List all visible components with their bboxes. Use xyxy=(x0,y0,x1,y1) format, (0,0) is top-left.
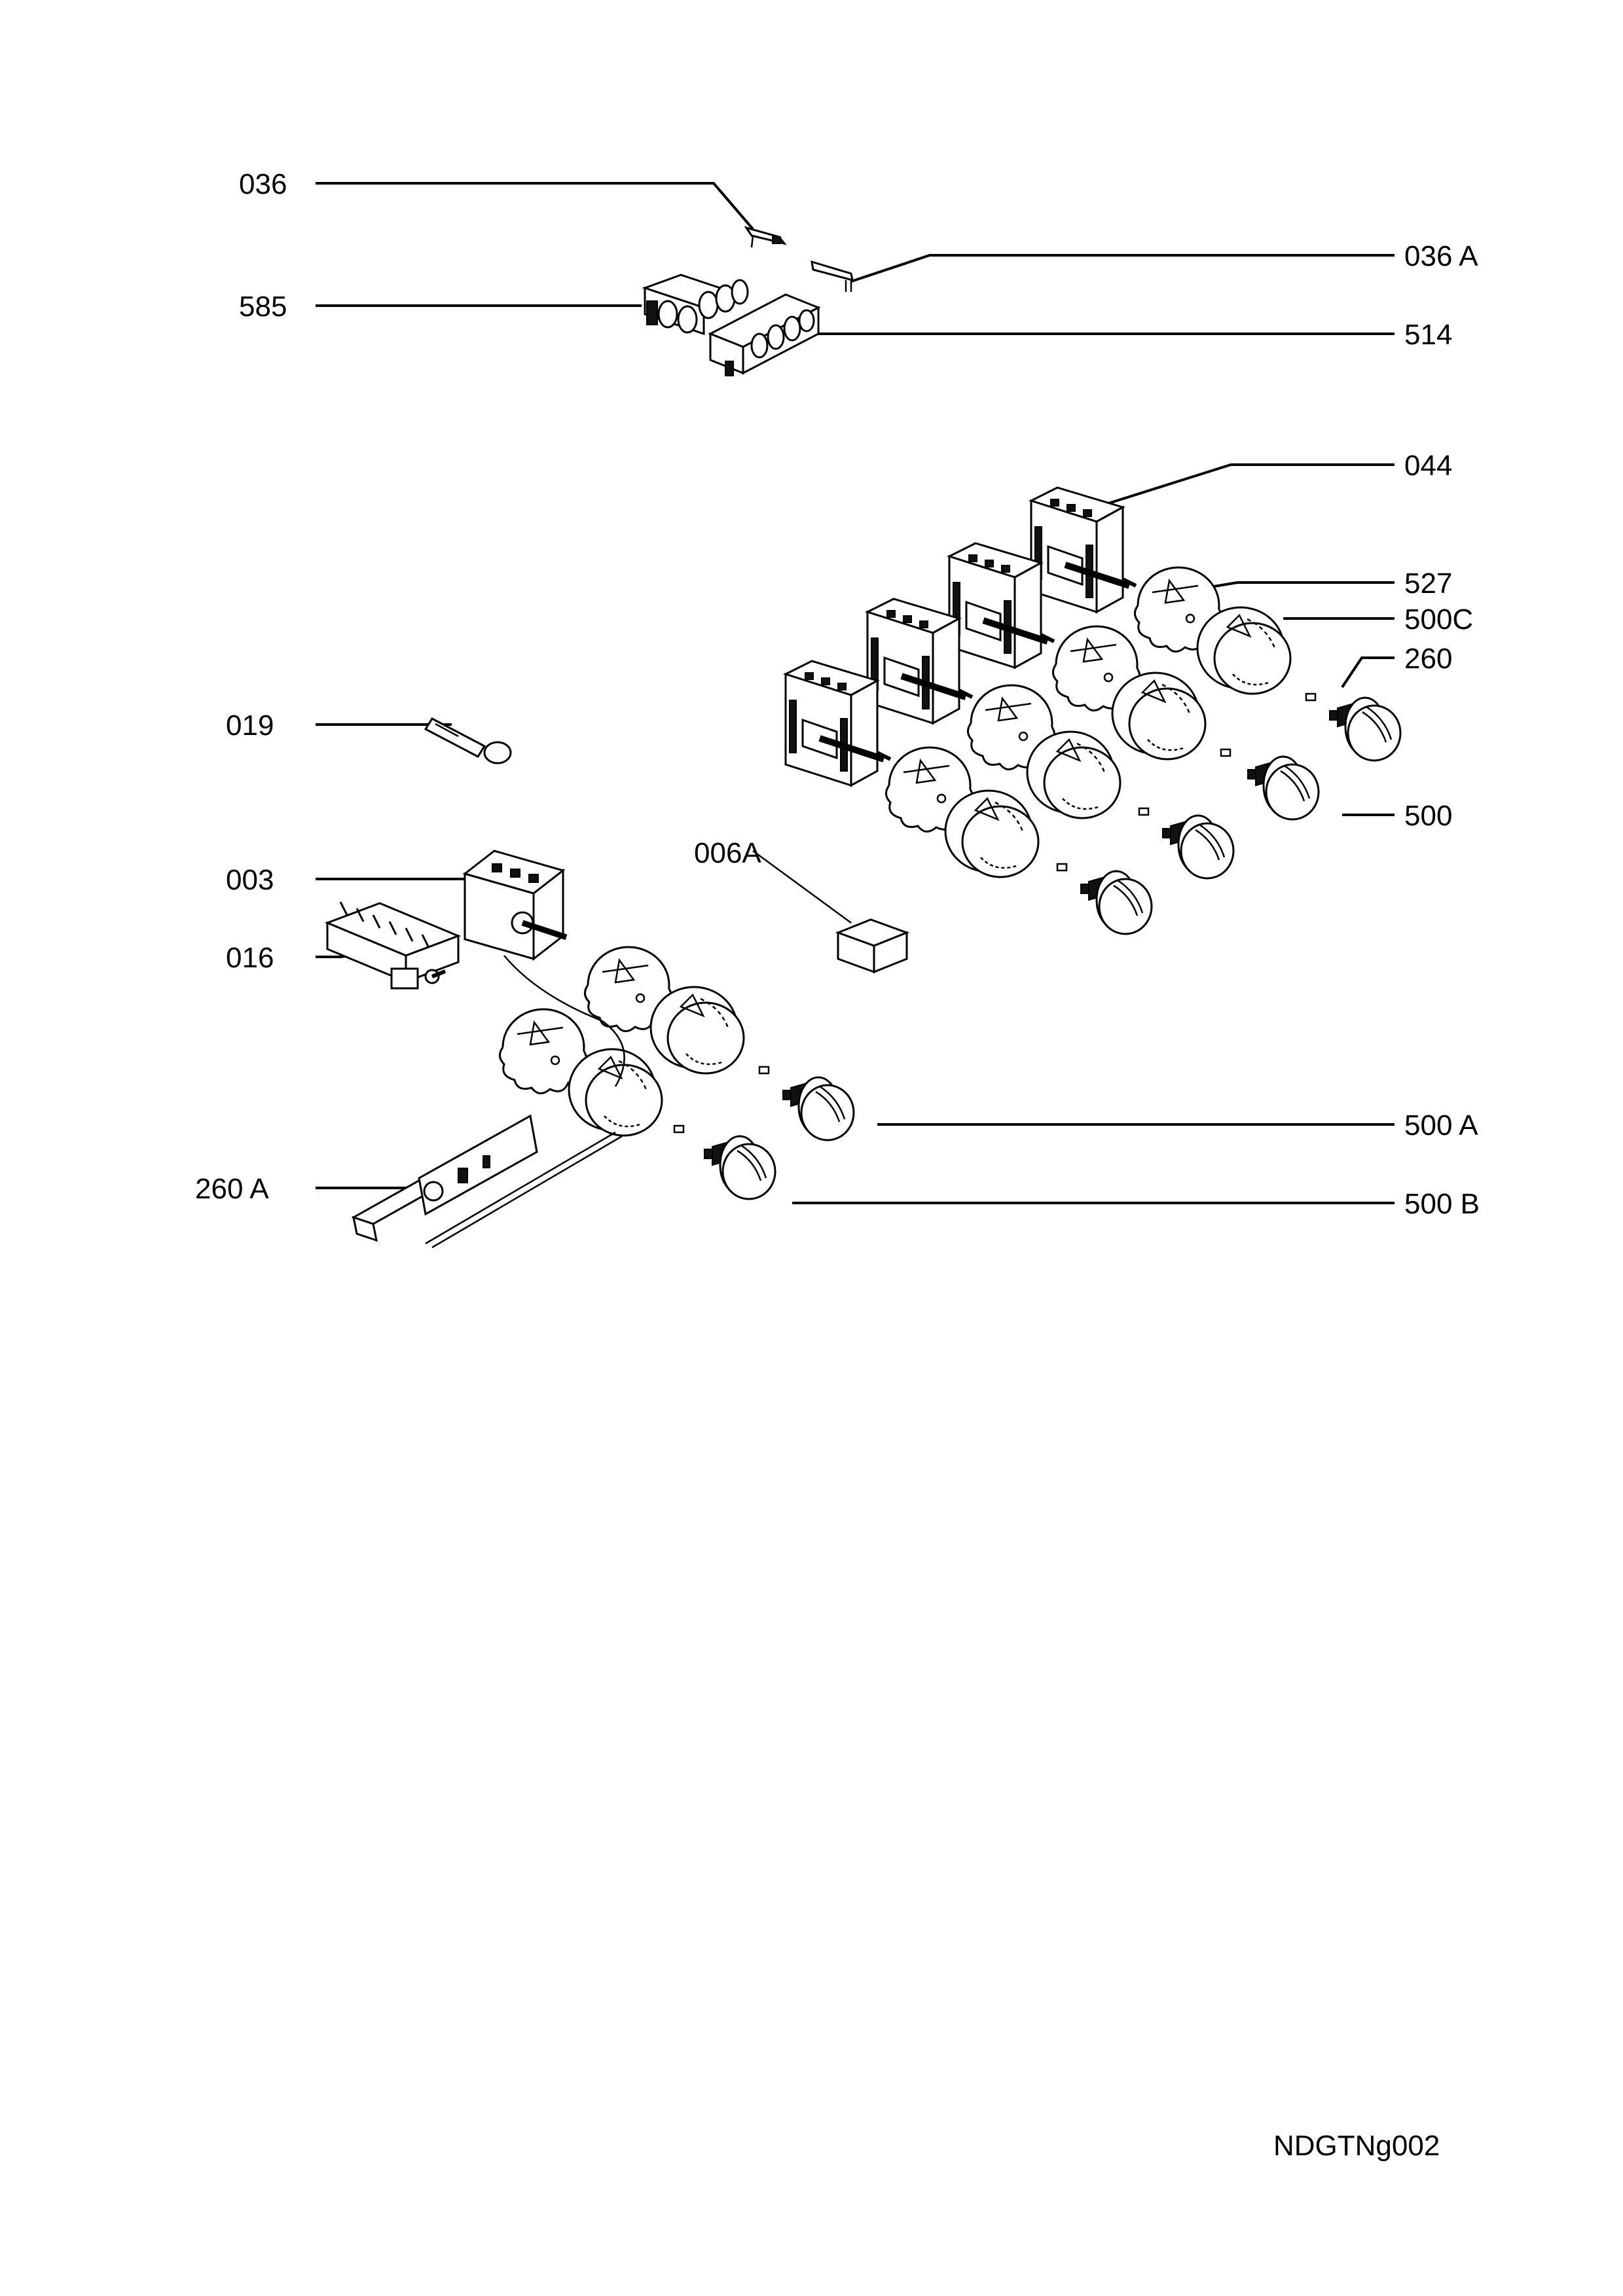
label-585: 585 xyxy=(239,291,287,323)
label-006a: 006A xyxy=(694,837,761,869)
label-036: 036 xyxy=(239,168,287,200)
label-500a: 500 A xyxy=(1404,1109,1478,1141)
label-260a: 260 A xyxy=(195,1173,269,1205)
connector-block-514-part xyxy=(708,293,821,376)
drawing-code: NDGTNg002 xyxy=(1273,2130,1440,2162)
label-260: 260 xyxy=(1404,643,1452,675)
knob-500b-part xyxy=(703,1135,776,1200)
part-labels: 036 036 A 585 514 044 527 500C 260 019 5… xyxy=(195,168,1480,2162)
bracket-260a-part xyxy=(351,1114,623,1249)
block-006a-part xyxy=(835,918,910,974)
label-044: 044 xyxy=(1404,450,1452,482)
label-500c: 500C xyxy=(1404,603,1473,636)
label-016: 016 xyxy=(226,942,274,974)
terminal-036a-part xyxy=(811,260,854,292)
label-019: 019 xyxy=(226,709,274,742)
label-500b: 500 B xyxy=(1404,1188,1480,1220)
selector-switch-016-part xyxy=(324,901,462,990)
connector-block-585-part xyxy=(642,274,749,336)
label-036a: 036 A xyxy=(1404,240,1478,272)
knob-500a-part xyxy=(782,1076,855,1141)
gear-ring-527-part xyxy=(498,566,1223,1095)
clip-260-part xyxy=(673,692,1317,1134)
label-514: 514 xyxy=(1404,319,1452,351)
terminal-036-part xyxy=(744,226,787,248)
pin-019-part xyxy=(424,717,512,764)
label-527: 527 xyxy=(1404,567,1452,600)
label-003: 003 xyxy=(226,864,274,896)
switch-003-part xyxy=(462,850,625,1087)
label-500: 500 xyxy=(1404,800,1452,832)
leader-lines xyxy=(316,182,1395,1204)
